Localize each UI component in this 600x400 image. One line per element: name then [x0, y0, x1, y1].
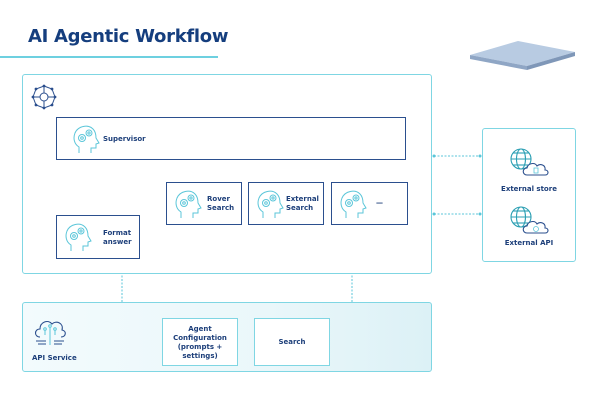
- cloud-circuit-icon: [34, 320, 66, 345]
- format-answer-label: Format answer: [103, 229, 132, 246]
- brain-gears-head-icon: [257, 190, 284, 218]
- more-agents-box[interactable]: —: [331, 182, 408, 225]
- more-agents-label: —: [376, 199, 383, 207]
- brain-gears-head-icon: [73, 125, 100, 153]
- supervisor-agent-box[interactable]: Supervisor: [56, 117, 406, 160]
- external-api-label: External API: [504, 239, 554, 247]
- format-answer-agent-box[interactable]: Format answer: [56, 215, 140, 259]
- network-hub-icon: [31, 84, 57, 110]
- agent-configuration-label: Agent Configuration (prompts + settings): [173, 325, 227, 360]
- external-search-label: External Search: [286, 195, 319, 212]
- rover-search-agent-box[interactable]: Rover Search: [166, 182, 242, 225]
- search-service-box[interactable]: Search: [254, 318, 330, 366]
- page-title: AI Agentic Workflow: [28, 26, 229, 47]
- agent-configuration-box[interactable]: Agent Configuration (prompts + settings): [162, 318, 238, 366]
- title-underline: [0, 56, 218, 58]
- external-api[interactable]: External API: [483, 205, 575, 255]
- platform-slab-icon: [470, 41, 575, 70]
- api-service-label: API Service: [32, 354, 77, 362]
- external-search-agent-box[interactable]: External Search: [248, 182, 324, 225]
- external-store[interactable]: External store: [483, 147, 575, 197]
- supervisor-label: Supervisor: [103, 135, 146, 143]
- external-services-box: External store External API: [482, 128, 576, 262]
- search-service-label: Search: [278, 338, 306, 346]
- brain-gears-head-icon: [340, 190, 367, 218]
- brain-gears-head-icon: [175, 190, 202, 218]
- brain-gears-head-icon: [65, 223, 92, 251]
- rover-search-label: Rover Search: [207, 195, 235, 212]
- globe-cloud-gear-icon: [510, 206, 549, 234]
- external-store-label: External store: [501, 185, 557, 193]
- globe-cloud-database-icon: [510, 148, 549, 176]
